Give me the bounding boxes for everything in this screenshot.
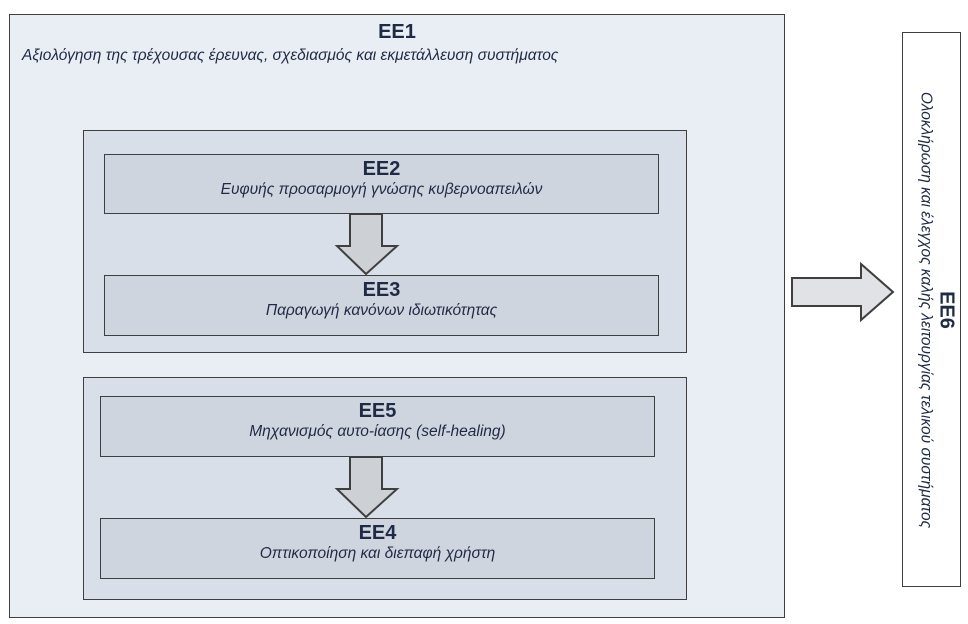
ee4-id: EE4 (358, 522, 397, 544)
ee2-id: EE2 (362, 158, 401, 180)
down-arrow-ee2-ee3 (334, 213, 400, 276)
ee5-box: EE5 Μηχανισμός αυτο-ίασης (self-healing) (100, 396, 655, 457)
ee5-subtitle: Μηχανισμός αυτο-ίασης (self-healing) (249, 423, 506, 440)
ee6-subtitle: Ολοκλήρωση και έλεγχος καλής λειτουργίας… (917, 91, 934, 528)
ee3-box: EE3 Παραγωγή κανόνων ιδιωτικότητας (104, 275, 659, 336)
ee3-subtitle: Παραγωγή κανόνων ιδιωτικότητας (265, 302, 498, 319)
ee6-box: EE6 Ολοκλήρωση και έλεγχος καλής λειτουρ… (902, 32, 961, 587)
ee1-subtitle: Αξιολόγηση της τρέχουσας έρευνας, σχεδια… (22, 47, 559, 64)
ee4-box: EE4 Οπτικοποίηση και διεπαφή χρήστη (100, 518, 655, 579)
ee4-subtitle: Οπτικοποίηση και διεπαφή χρήστη (259, 545, 496, 562)
ee6-id: EE6 (935, 290, 957, 329)
ee2-subtitle: Ευφυής προσαρμογή γνώσης κυβερνοαπειλών (220, 181, 543, 198)
ee3-id: EE3 (362, 279, 401, 301)
ee5-id: EE5 (358, 400, 397, 422)
ee6-rotated-label: EE6 Ολοκλήρωση και έλεγχος καλής λειτουρ… (902, 32, 961, 587)
right-arrow-to-ee6 (791, 261, 895, 323)
ee2-box: EE2 Ευφυής προσαρμογή γνώσης κυβερνοαπει… (104, 154, 659, 214)
ee1-id: EE1 (378, 21, 416, 43)
down-arrow-ee5-ee4 (334, 456, 400, 519)
